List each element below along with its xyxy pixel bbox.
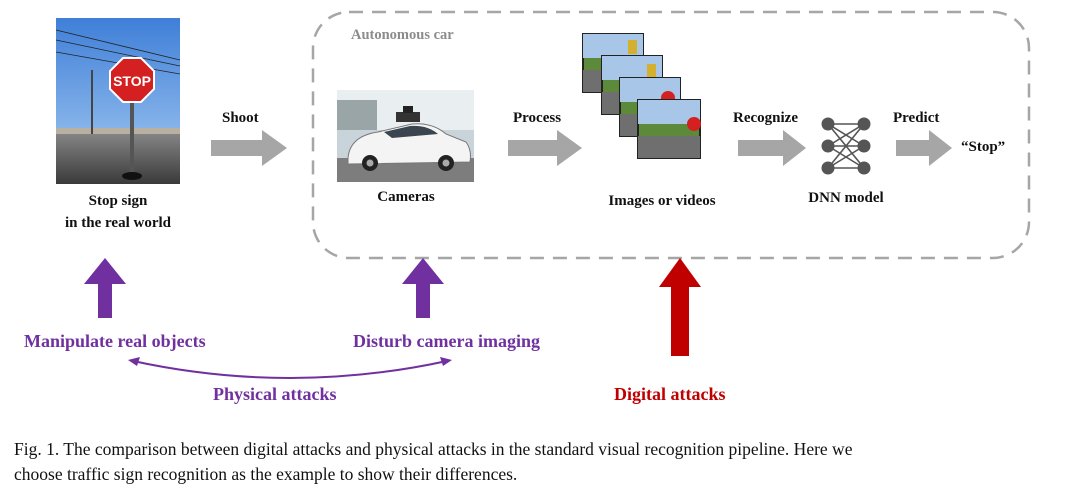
manipulate-up-arrow [84,258,126,318]
container-label: Autonomous car [351,27,454,43]
image-frames-stack [582,33,701,159]
predict-arrow [896,130,952,166]
caption-line2: choose traffic sign recognition as the e… [14,464,518,484]
caption-line1: Fig. 1. The comparison between digital a… [14,439,853,459]
figure-caption: Fig. 1. The comparison between digital a… [14,437,1074,487]
image-frame-4 [637,99,701,159]
digital-attacks-label: Digital attacks [614,384,726,404]
output-label: “Stop” [961,139,1006,155]
stop-sign-label-line1: Stop sign [88,193,148,209]
dnn-label: DNN model [808,190,884,206]
stop-sign-photo [55,18,181,184]
predict-label: Predict [893,110,940,126]
disturb-label: Disturb camera imaging [353,331,540,351]
process-arrow [508,130,582,166]
shoot-label: Shoot [222,110,259,126]
manipulate-label: Manipulate real objects [24,331,206,351]
recognize-label: Recognize [733,110,798,126]
physical-attacks-label: Physical attacks [213,384,337,404]
stop-sign-label-line2: in the real world [65,215,171,231]
bracket-right-tip [440,357,452,366]
digital-up-arrow [659,258,701,356]
autonomous-car-container [311,10,1031,260]
cameras-label: Cameras [377,189,435,205]
stop-sign-label: Stop sign in the real world [40,190,196,234]
physical-attacks-bracket [132,360,448,379]
stop-sign-text: STOP [113,73,151,89]
recognize-arrow [738,130,806,166]
dnn-nodes [821,117,871,175]
bracket-left-tip [128,357,140,366]
shoot-arrow [211,130,287,166]
images-label: Images or videos [608,193,716,209]
process-label: Process [513,110,562,126]
car-photo [337,90,474,182]
disturb-up-arrow [402,258,444,318]
